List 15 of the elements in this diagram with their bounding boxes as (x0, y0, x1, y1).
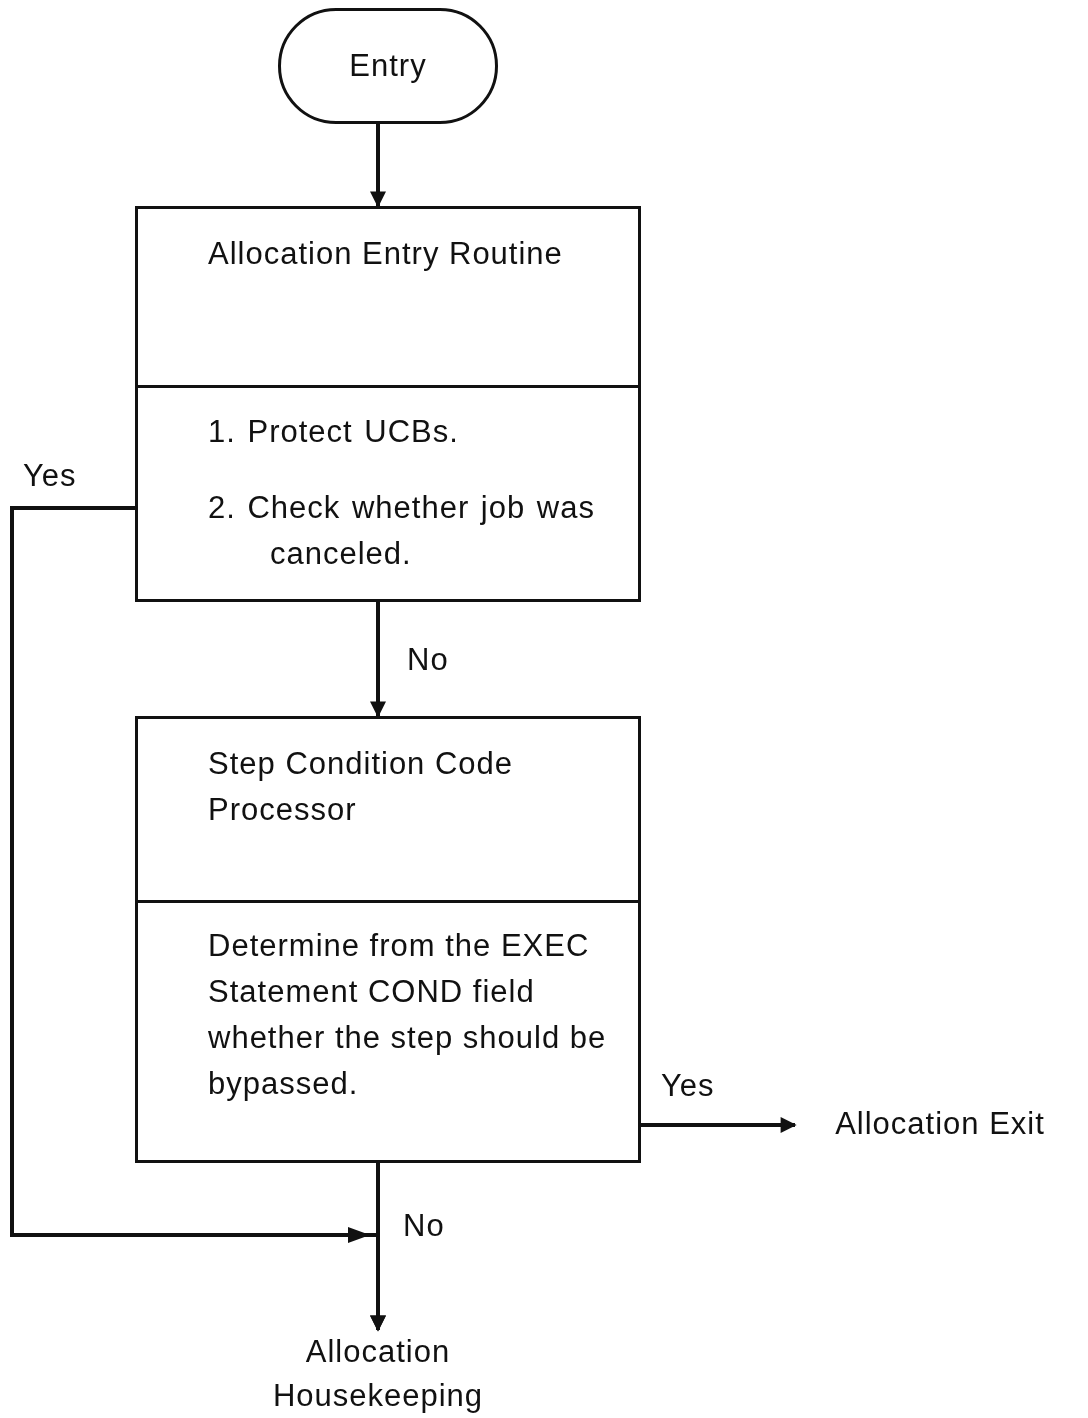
terminal-shape (278, 8, 498, 124)
process-box (135, 206, 641, 602)
box-heading: Step Condition Code Processor (208, 745, 515, 829)
box-heading: Allocation Entry Routine (208, 235, 564, 273)
box-description: Determine from the EXEC Statement COND field whether the step should be bypassed. (208, 927, 608, 1103)
arrow (10, 506, 386, 1332)
terminal-label: Allocation Exit (795, 1102, 1085, 1148)
arrow (641, 1117, 797, 1133)
process-box (135, 716, 641, 1163)
arrow (370, 124, 386, 208)
list-item: 2. Check whether job was canceled. (208, 489, 596, 573)
arrow (370, 602, 386, 718)
terminal-label: Allocation Housekeeping (258, 1330, 498, 1418)
list-item: 1. Protect UCBs. (208, 413, 460, 451)
terminal-label: Entry (348, 47, 428, 85)
